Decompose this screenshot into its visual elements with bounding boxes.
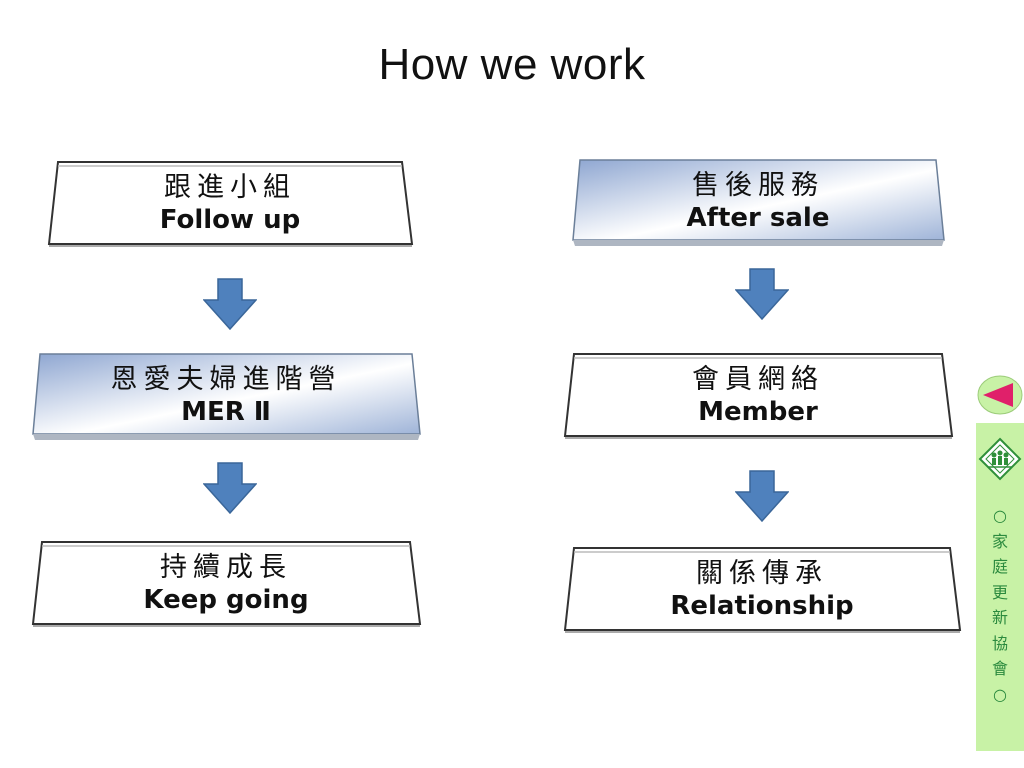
step-label-zh: 會員網絡 xyxy=(692,364,824,395)
step-label-zh: 跟進小組 xyxy=(164,172,296,203)
step-member: 會員網絡 Member xyxy=(562,352,954,440)
association-vertical-name: ○ 家 庭 更 新 協 會 ○ xyxy=(976,503,1024,707)
step-label-en: Keep going xyxy=(143,585,309,615)
step-label-en: After sale xyxy=(686,203,830,233)
step-box-shape xyxy=(563,353,954,439)
step-label-en: Follow up xyxy=(159,205,301,235)
down-arrow-icon xyxy=(735,268,789,320)
step-follow-up: 跟進小組 Follow up xyxy=(46,160,414,248)
down-arrow-icon xyxy=(203,462,257,514)
step-box-shape xyxy=(572,159,945,246)
step-box-shape xyxy=(47,161,414,247)
step-mer-ii: 恩愛夫婦進階營 MER Ⅱ xyxy=(30,352,422,440)
vertical-char: ○ xyxy=(993,684,1007,704)
down-arrow-icon xyxy=(203,278,257,330)
step-box-shape xyxy=(32,353,421,440)
vertical-char: 家 xyxy=(991,531,1008,551)
vertical-char: 協 xyxy=(991,633,1008,653)
step-relationship: 關係傳承 Relationship xyxy=(562,546,962,634)
slide-title: How we work xyxy=(378,40,646,89)
step-label-en: Member xyxy=(698,397,818,427)
step-label-en: Relationship xyxy=(670,591,854,621)
step-label-zh: 持續成長 xyxy=(160,552,292,583)
step-box-shape xyxy=(563,547,962,633)
vertical-char: ○ xyxy=(993,506,1007,525)
step-label-zh: 恩愛夫婦進階營 xyxy=(110,364,342,395)
vertical-char: 新 xyxy=(991,608,1008,627)
step-box-shape xyxy=(31,541,422,627)
sidebar-panel: ○ 家 庭 更 新 協 會 ○ xyxy=(976,423,1024,751)
step-after-sale: 售後服務 After sale xyxy=(570,158,946,246)
down-arrow-icon xyxy=(735,470,789,522)
vertical-char: 會 xyxy=(991,659,1008,678)
vertical-char: 庭 xyxy=(991,557,1008,576)
family-logo-icon xyxy=(978,437,1022,481)
previous-triangle-icon[interactable] xyxy=(977,375,1023,415)
step-label-zh: 關係傳承 xyxy=(696,558,828,589)
step-keep-going: 持續成長 Keep going xyxy=(30,540,422,628)
step-label-zh: 售後服務 xyxy=(692,170,824,201)
step-label-en: MER Ⅱ xyxy=(181,397,271,427)
vertical-char: 更 xyxy=(991,582,1008,602)
